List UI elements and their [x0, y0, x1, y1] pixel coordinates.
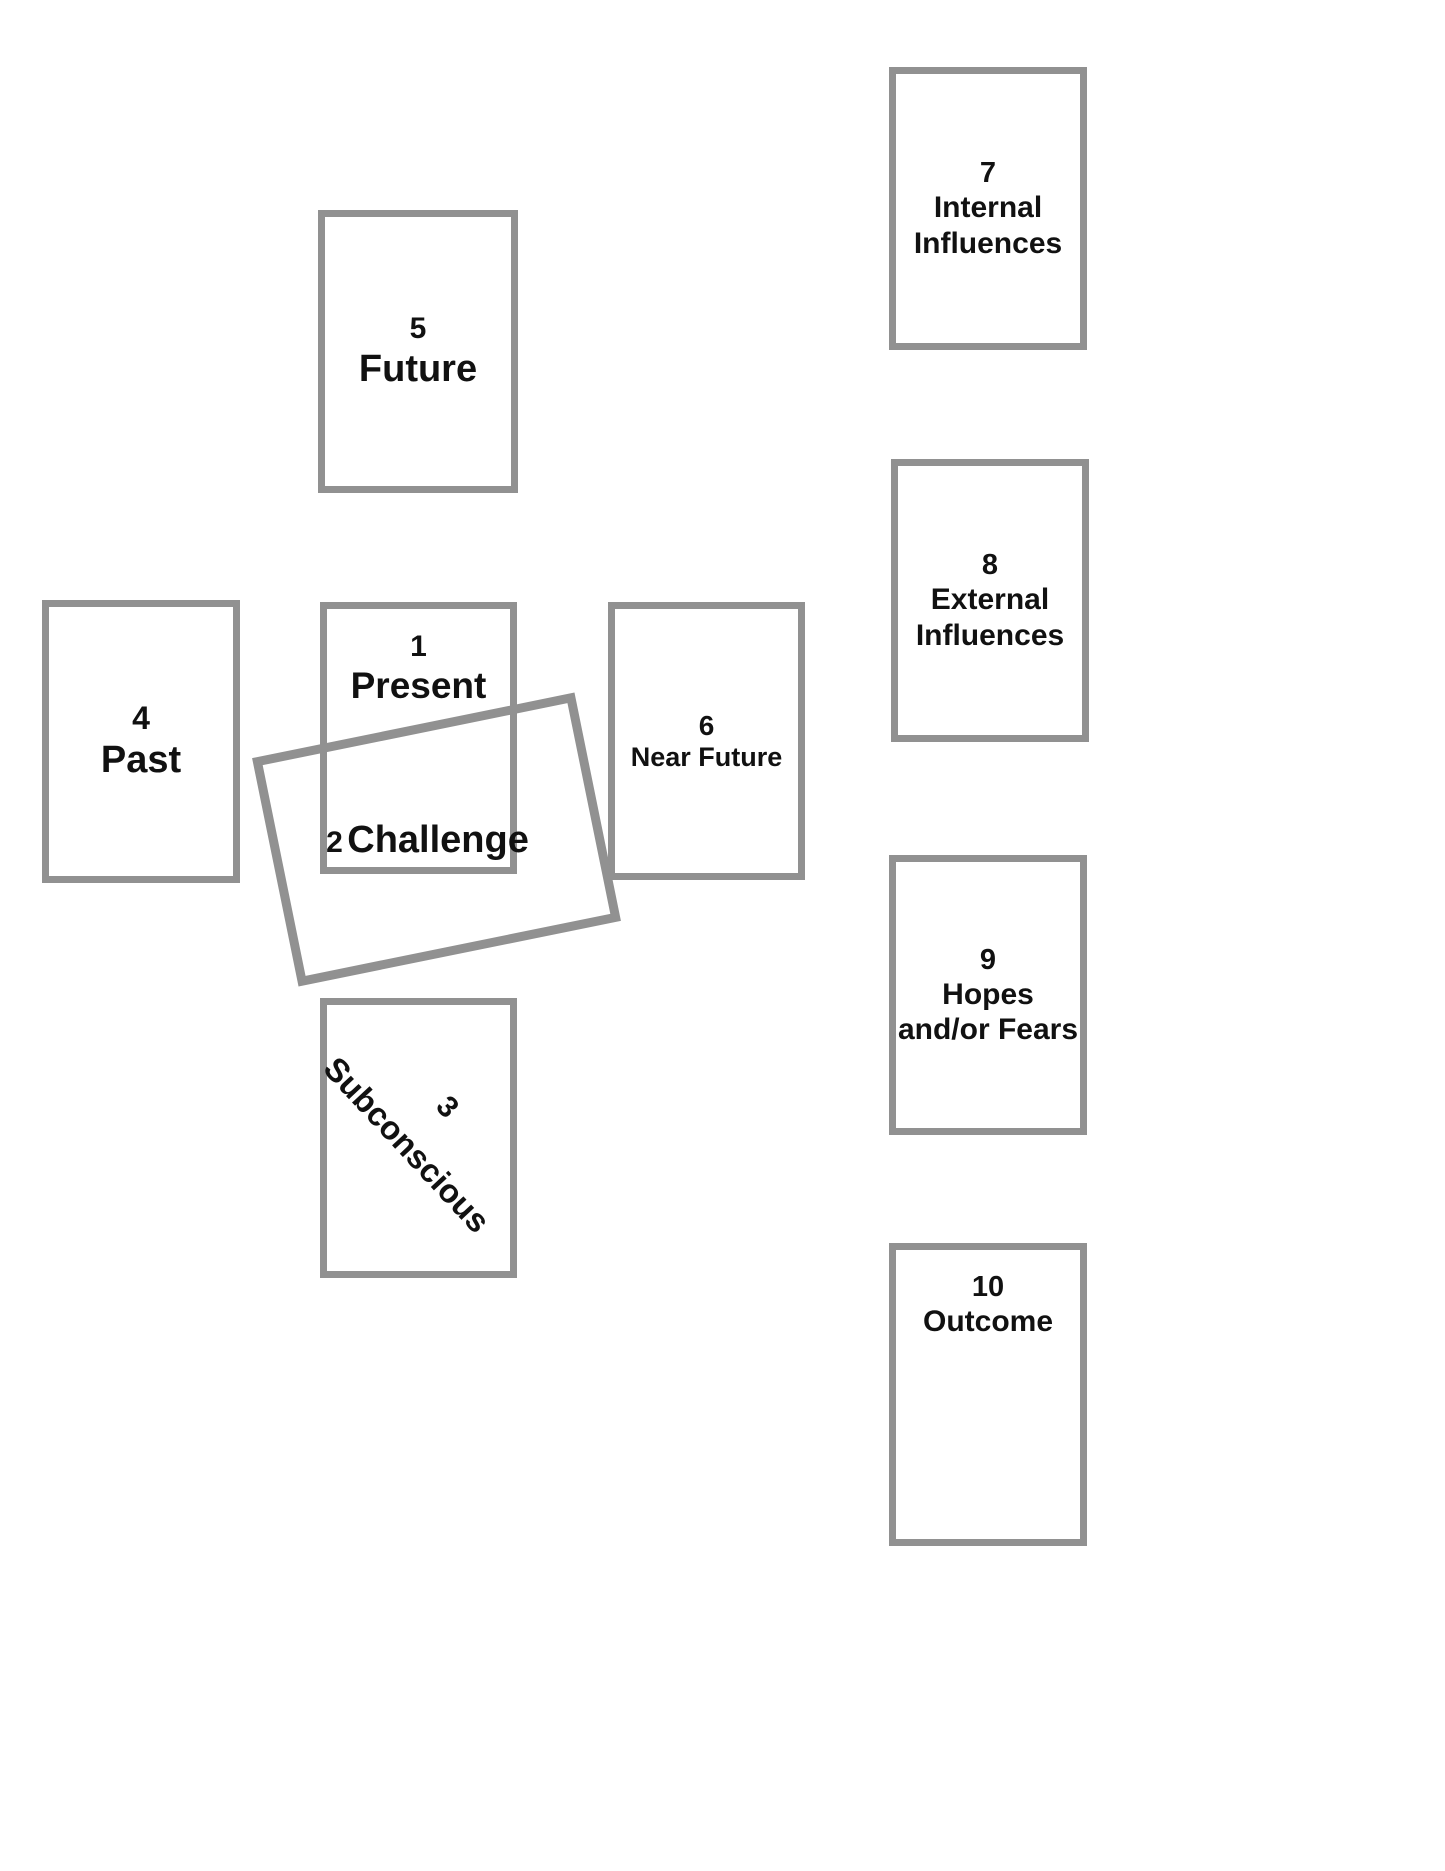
card-3-text-block: 3 Subconscious: [316, 1005, 524, 1285]
card-2-text-block: 2 Challenge: [272, 819, 583, 863]
card-1-label: Present: [350, 665, 487, 707]
card-5-number: 5: [409, 312, 427, 346]
card-4-past[interactable]: 4 Past: [42, 600, 240, 883]
card-8-external-influences[interactable]: 8 External Influences: [891, 459, 1089, 742]
card-3-rotated-text: 3 Subconscious: [315, 1013, 537, 1242]
card-5-label: Future: [358, 347, 478, 390]
card-5-future[interactable]: 5 Future: [318, 210, 518, 493]
card-6-label: Near Future: [630, 741, 783, 772]
card-7-number: 7: [979, 157, 997, 189]
card-2-label: Challenge: [347, 819, 529, 861]
card-7-label: Internal Influences: [913, 191, 1063, 260]
card-3-label: Subconscious: [315, 1049, 497, 1240]
card-3-subconscious[interactable]: 3 Subconscious: [316, 998, 517, 1278]
card-10-label: Outcome: [922, 1305, 1054, 1339]
card-2-challenge[interactable]: 2 Challenge: [252, 692, 621, 987]
card-1-present[interactable]: 1 Present: [320, 602, 517, 874]
card-10-outcome[interactable]: 10 Outcome: [889, 1243, 1087, 1546]
card-4-label: Past: [100, 738, 182, 781]
card-6-number: 6: [698, 709, 715, 741]
card-1-number: 1: [410, 630, 427, 663]
card-7-internal-influences[interactable]: 7 Internal Influences: [889, 67, 1087, 350]
card-10-number: 10: [971, 1271, 1005, 1303]
card-9-label: Hopes and/or Fears: [897, 977, 1079, 1047]
card-8-label: External Influences: [915, 583, 1065, 652]
card-9-number: 9: [979, 943, 997, 976]
card-4-number: 4: [132, 700, 150, 737]
card-6-near-future[interactable]: 6 Near Future: [608, 602, 805, 880]
card-9-hopes-fears[interactable]: 9 Hopes and/or Fears: [889, 855, 1087, 1135]
card-3-number: 3: [429, 1089, 465, 1125]
card-2-number: 2: [326, 826, 343, 859]
card-8-number: 8: [981, 549, 999, 581]
